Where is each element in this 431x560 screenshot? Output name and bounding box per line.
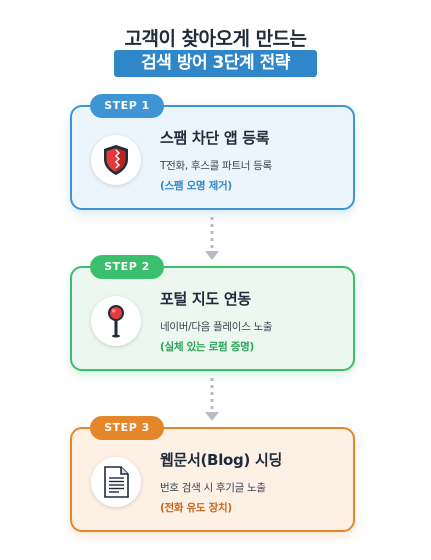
title-line-1: 고객이 찾아오게 만드는 [124, 28, 307, 50]
icon-circle-2 [91, 296, 141, 346]
step-desc-3: 번호 검색 시 후기글 노출 [160, 482, 266, 494]
title-highlight: 검색 방어 3단계 전략 [114, 50, 317, 77]
connector-arrow-1 [205, 217, 219, 260]
shield-icon [104, 145, 128, 175]
step-note-1: (스팸 오명 제거) [160, 180, 232, 192]
map-pin-icon [108, 305, 124, 338]
step-badge-2: STEP 2 [90, 255, 164, 279]
icon-circle-1 [91, 135, 141, 185]
connector-arrow-2 [205, 378, 219, 421]
document-icon [104, 466, 129, 498]
step-badge-3: STEP 3 [90, 416, 164, 440]
step-card-1: STEP 1 스팸 차단 앱 등록 T전화, 후스콜 파트너 등록 (스팸 오명… [70, 94, 355, 210]
step-title-3: 웹문서(Blog) 시딩 [160, 451, 282, 469]
step-desc-1: T전화, 후스콜 파트너 등록 [160, 160, 272, 172]
step-note-2: (실체 있는 로펌 증명) [160, 341, 254, 353]
step-badge-1: STEP 1 [90, 94, 164, 118]
step-title-1: 스팸 차단 앱 등록 [160, 129, 270, 147]
step-title-2: 포털 지도 연동 [160, 290, 251, 308]
icon-circle-3 [91, 457, 141, 507]
step-card-2: STEP 2 포털 지도 연동 네이버/다음 플레이스 노출 (실체 있는 로펌… [70, 255, 355, 371]
step-note-3: (전화 유도 장치) [160, 502, 232, 514]
step-card-3: STEP 3 웹문서(Blog) 시딩 번호 검색 시 후기글 노출 (전화 유… [70, 416, 355, 532]
step-desc-2: 네이버/다음 플레이스 노출 [160, 321, 273, 333]
